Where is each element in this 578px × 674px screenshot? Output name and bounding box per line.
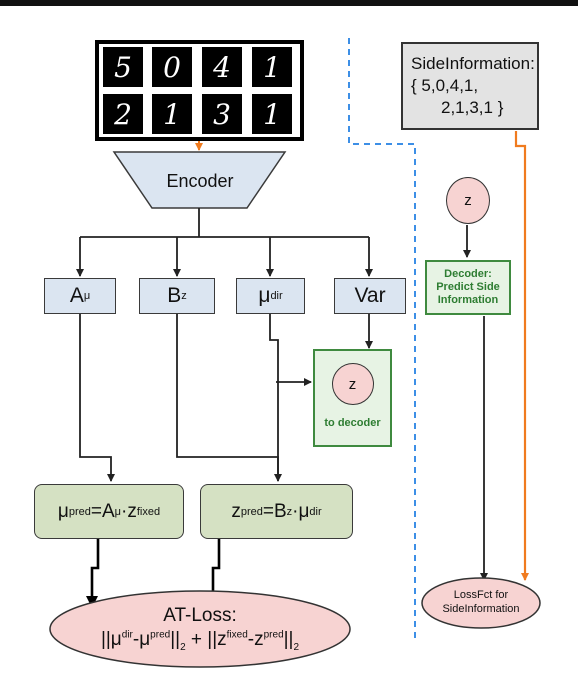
formula-z-mu-sup: dir — [309, 505, 322, 518]
formula-z-lhs: z — [231, 500, 241, 522]
mnist-tile — [202, 47, 242, 87]
at-loss-title: AT-Loss: — [163, 604, 237, 626]
mnist-tile — [103, 47, 143, 87]
side-info-line1: { 5,0,4,1, — [411, 75, 479, 95]
encoder-shape — [112, 151, 287, 209]
at-loss-part: || — [283, 629, 294, 651]
at-loss-ellipse — [49, 590, 351, 668]
b-z-main: B — [167, 284, 182, 307]
loss-fct-line1: LossFct for — [453, 589, 509, 602]
at-loss-part: -μ — [132, 629, 151, 651]
mnist-digit: 0 — [163, 51, 181, 84]
formula-mu-a-sub: μ — [114, 505, 122, 518]
decoder-line2: Predict Side — [436, 280, 500, 293]
a-mu-sub: μ — [83, 290, 91, 302]
mnist-digit: 1 — [263, 98, 281, 131]
side-info-orange-line — [514, 131, 529, 581]
decoder-box: Decoder: Predict Side Information — [425, 260, 511, 315]
at-loss-part: ||μ — [100, 629, 122, 651]
latent-z-box: z to decoder — [313, 349, 392, 447]
formula-z-b-sub: z — [286, 505, 293, 518]
at-loss-part: dir — [121, 630, 133, 642]
mnist-tile — [152, 94, 192, 134]
encoder-label: Encoder — [166, 170, 234, 191]
var-box: Var — [334, 278, 406, 314]
at-loss-part: fixed — [226, 630, 248, 642]
at-loss-part: -z — [247, 629, 264, 651]
loss-fct-line2: SideInformation — [442, 603, 520, 615]
loss-fct-text: LossFct for SideInformation — [424, 586, 538, 620]
formula-z-eq: =B — [262, 500, 287, 522]
mnist-digit: 2 — [113, 98, 132, 131]
at-loss-text: AT-Loss: ||μdir-μpred||2 + ||zfixed-zpre… — [55, 597, 345, 661]
a-mu-to-formula-line — [79, 314, 115, 482]
at-loss-part: || — [170, 629, 181, 651]
formula-z-lhs-sup: pred — [240, 505, 263, 518]
mnist-digit: 5 — [114, 51, 132, 84]
encoder-branch-lines — [76, 208, 373, 277]
b-z-sub: z — [181, 290, 187, 302]
formula-mu-lhs: μ — [57, 500, 69, 522]
mu-dir-sup: dir — [270, 290, 283, 302]
decoder-line1: Decoder: — [444, 267, 492, 280]
right-z-circle: z — [446, 177, 490, 224]
b-z-to-formula-line — [176, 314, 282, 482]
top-border — [0, 0, 578, 6]
mnist-tile — [252, 47, 292, 87]
mnist-tile — [252, 94, 292, 134]
at-loss-part: pred — [263, 630, 284, 642]
formula-mu-z-sup: fixed — [136, 505, 161, 518]
at-loss-part: pred — [150, 630, 171, 642]
mu-dir-to-formula-line — [269, 314, 279, 481]
mnist-digit: 4 — [212, 51, 231, 84]
formula-mu-eq: =A — [90, 500, 115, 522]
side-info-line2: 2,1,3,1 } — [441, 98, 504, 118]
formula-z-dot: ·μ — [292, 500, 310, 522]
formula-mu-dot: ·z — [121, 500, 137, 522]
mnist-digit: 1 — [263, 51, 281, 84]
loss-fct-ellipse — [421, 577, 541, 629]
at-loss-part: + ||z — [185, 629, 227, 651]
mnist-digit: 1 — [163, 98, 181, 131]
a-mu-main: A — [69, 284, 84, 307]
latent-z-caption: to decoder — [324, 417, 381, 429]
decoder-line3: Information — [437, 294, 499, 307]
side-info-box: SideInformation: { 5,0,4,1, 2,1,3,1 } — [401, 42, 539, 130]
at-loss-formula: ||μdir-μpred||2 + ||zfixed-zpred||2 — [101, 628, 299, 654]
mnist-tile — [202, 94, 242, 134]
mnist-digit: 3 — [213, 98, 231, 131]
formula-z-to-loss-arrow — [207, 539, 221, 608]
at-loss-part: 2 — [180, 642, 186, 654]
mnist-tile — [103, 94, 143, 134]
formula-mu-to-loss-arrow — [86, 539, 100, 608]
side-info-title: SideInformation: — [411, 53, 535, 73]
divider-dashed-line — [348, 38, 416, 642]
mnist-tile — [152, 47, 192, 87]
formula-mu-lhs-sup: pred — [68, 505, 91, 518]
mu-dir-main: μ — [258, 284, 271, 307]
at-loss-part: 2 — [293, 642, 300, 654]
latent-z-circle: z — [331, 363, 374, 405]
